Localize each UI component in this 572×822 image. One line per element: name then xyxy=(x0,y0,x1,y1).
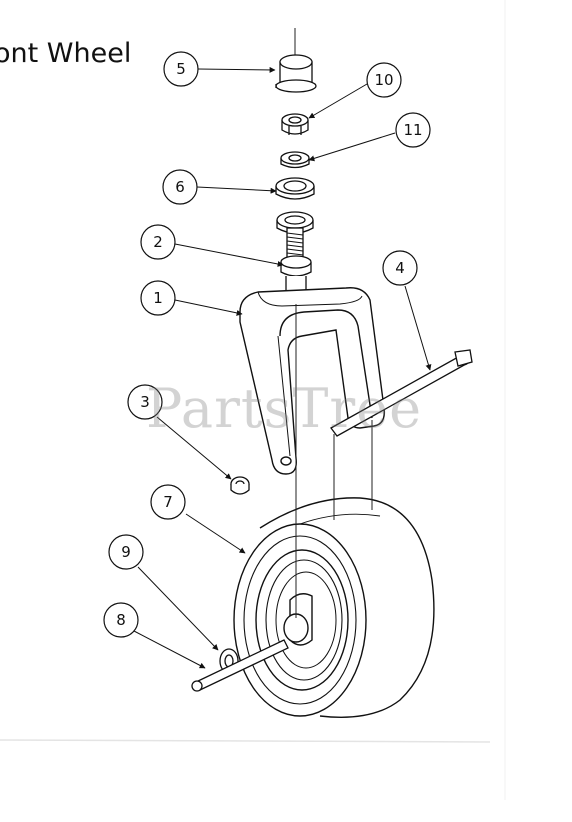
callout-11: 11 xyxy=(395,112,431,148)
part-4-bolt xyxy=(330,349,473,437)
svg-text:7: 7 xyxy=(163,493,173,511)
callout-9: 9 xyxy=(108,534,144,570)
part-7-wheel xyxy=(233,497,435,718)
callout-6: 6 xyxy=(162,169,198,205)
svg-text:6: 6 xyxy=(175,178,185,196)
alignment-lines xyxy=(295,304,373,618)
svg-text:11: 11 xyxy=(403,121,422,139)
callout-4: 4 xyxy=(382,250,418,286)
callout-8: 8 xyxy=(103,602,139,638)
part-11-washer xyxy=(280,151,310,169)
callout-3: 3 xyxy=(127,384,163,420)
svg-text:3: 3 xyxy=(140,393,150,411)
svg-text:2: 2 xyxy=(153,233,163,251)
part-10-hex-nut xyxy=(281,113,309,135)
svg-text:4: 4 xyxy=(395,259,405,277)
svg-text:8: 8 xyxy=(116,611,126,629)
callout-5: 5 xyxy=(163,51,199,87)
svg-text:1: 1 xyxy=(153,289,163,307)
callout-7: 7 xyxy=(150,484,186,520)
watermark-text: PartsTree xyxy=(146,377,423,440)
leader-lines xyxy=(133,66,432,669)
spindle-and-lower-bearing xyxy=(276,211,314,261)
callout-2: 2 xyxy=(140,224,176,260)
part-8-axle xyxy=(191,639,289,692)
svg-text:9: 9 xyxy=(121,543,131,561)
svg-text:10: 10 xyxy=(374,71,393,89)
part-5-dust-cap xyxy=(275,54,317,93)
part-6-bearing xyxy=(275,177,315,200)
callout-10: 10 xyxy=(366,62,402,98)
svg-text:5: 5 xyxy=(176,60,186,78)
callout-1: 1 xyxy=(140,280,176,316)
diagram-title: ont Wheel xyxy=(0,38,132,69)
part-3-nut xyxy=(230,476,250,495)
